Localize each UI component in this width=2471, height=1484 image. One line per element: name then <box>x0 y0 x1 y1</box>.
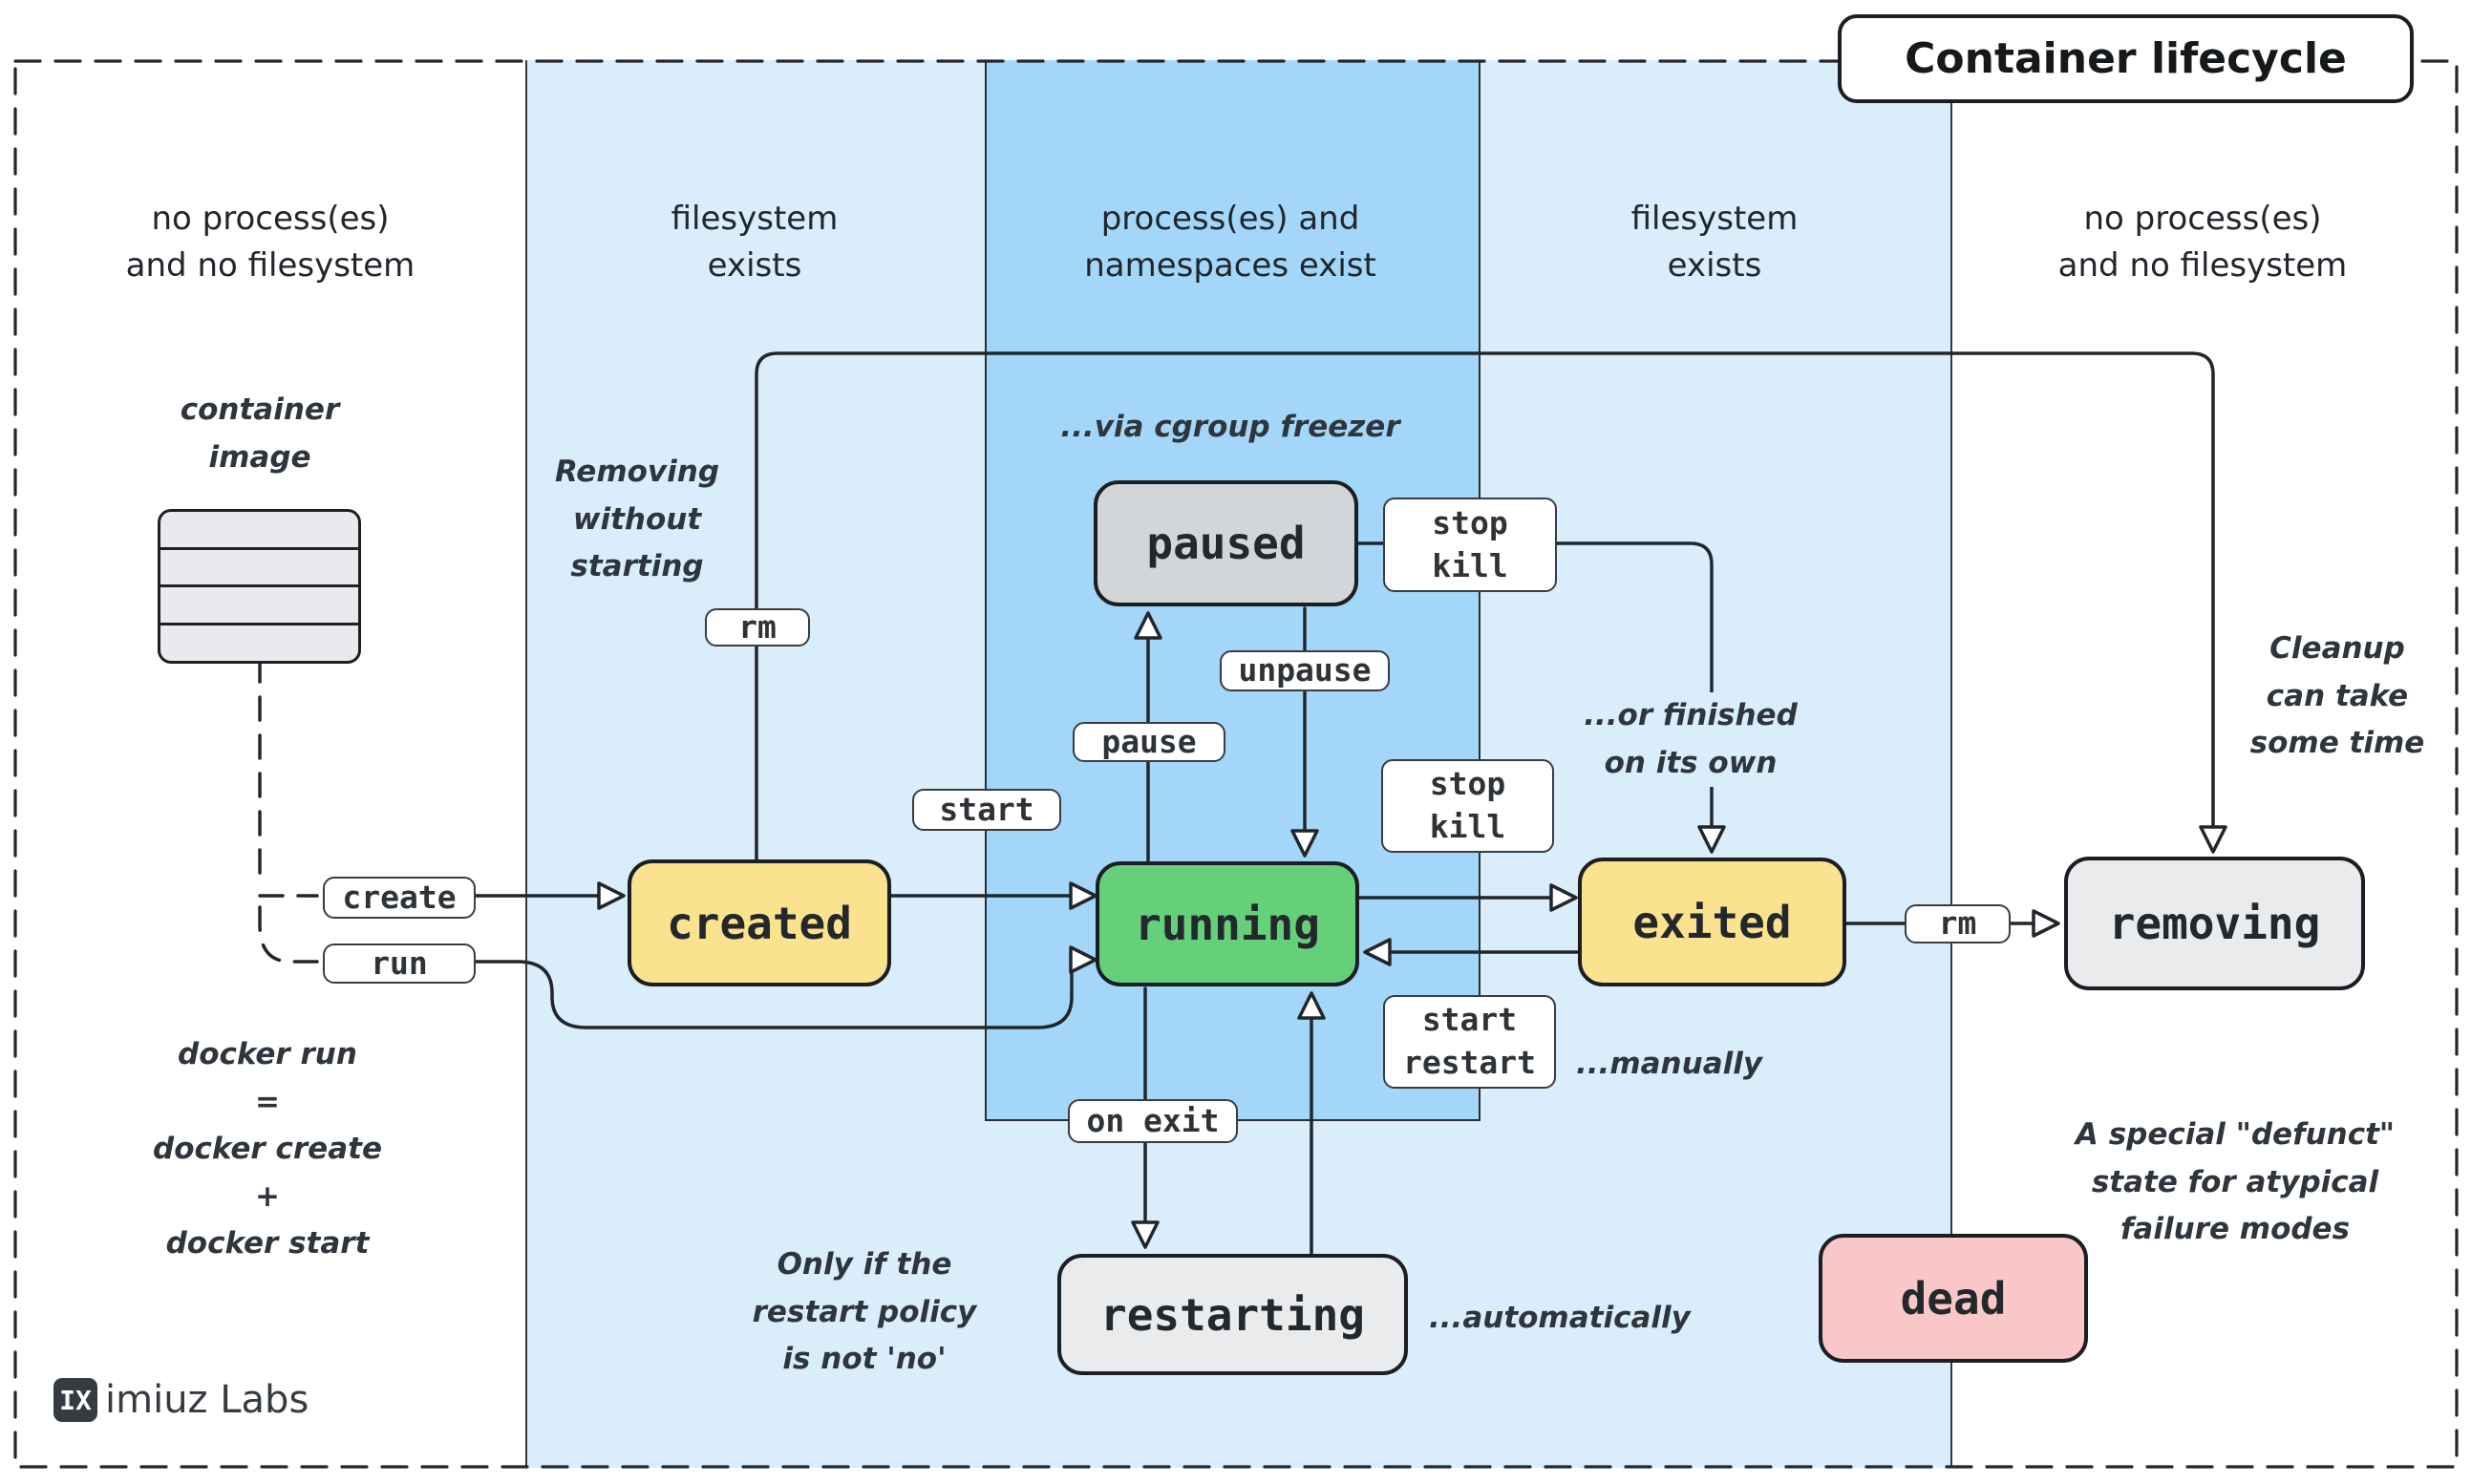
state-dead: dead <box>1819 1234 2088 1363</box>
image-layer <box>158 509 361 550</box>
brand-logo: IX imiuz Labs <box>53 1378 309 1422</box>
image-to-run-dash <box>258 905 319 964</box>
arrowhead-into-exited-left <box>1549 883 1578 912</box>
command-start-restart: start restart <box>1383 995 1556 1089</box>
column-header-filesystem-left: filesystem exists <box>671 200 839 286</box>
image-layer <box>158 546 361 588</box>
state-removing: removing <box>2064 857 2365 990</box>
arrowhead-into-running-upper <box>1069 881 1097 910</box>
container-image-icon <box>158 509 361 664</box>
column-header-no-process-left: no process(es) and no filesystem <box>125 200 415 286</box>
column-header-no-process-right: no process(es) and no filesystem <box>2057 200 2348 286</box>
state-restarting: restarting <box>1057 1254 1408 1375</box>
annotation-docker-run-equation: docker run = docker create + docker star… <box>153 1037 382 1261</box>
arrowhead-into-removing-top <box>2199 825 2227 854</box>
state-running: running <box>1096 861 1359 986</box>
arrowhead-auto-into-running <box>1297 991 1326 1020</box>
arrowhead-into-restarting <box>1131 1220 1160 1249</box>
command-pause: pause <box>1073 722 1225 762</box>
command-stop-kill-running: stop kill <box>1381 759 1554 853</box>
arrowhead-rm-into-removing <box>2032 909 2060 938</box>
state-paused: paused <box>1094 480 1358 606</box>
command-on-exit: on exit <box>1068 1099 1238 1143</box>
annotation-defunct: A special "defunct" state for atypical f… <box>2075 1117 2396 1247</box>
arrowhead-into-paused <box>1134 611 1162 640</box>
image-layer <box>158 622 361 664</box>
annotation-or-finished: ...or finished on its own <box>1528 692 1853 788</box>
command-unpause: unpause <box>1220 650 1390 691</box>
command-stop-kill-paused: stop kill <box>1383 498 1557 592</box>
rm-created-to-removing-line <box>755 351 2215 861</box>
annotation-cleanup: Cleanup can take some time <box>2249 631 2425 761</box>
arrowhead-into-running-lower <box>1069 945 1097 974</box>
annotation-automatically: ...automatically <box>1429 1301 1691 1335</box>
annotation-only-if-restart-policy: Only if the restart policy is not 'no' <box>752 1247 977 1377</box>
command-rm-exited: rm <box>1905 904 2011 943</box>
command-start: start <box>912 789 1061 831</box>
diagram-title: Container lifecycle <box>1838 14 2414 103</box>
paused-to-exited-line <box>1356 541 1714 829</box>
brand-logo-icon: IX <box>53 1378 97 1422</box>
annotation-container-image: container image <box>180 392 340 475</box>
image-layer <box>158 584 361 625</box>
arrowhead-restart-into-running <box>1363 938 1392 966</box>
command-create: create <box>323 877 476 919</box>
annotation-removing-without-starting: Removing without starting <box>554 455 720 584</box>
arrowhead-into-exited-top <box>1697 825 1726 854</box>
run-curve-line <box>474 958 1074 1029</box>
state-exited: exited <box>1578 858 1846 986</box>
column-header-filesystem-right: filesystem exists <box>1630 200 1799 286</box>
column-header-process-namespaces: process(es) and namespaces exist <box>1084 200 1376 286</box>
state-created: created <box>628 859 891 986</box>
arrowhead-unpause-into-running <box>1290 829 1319 858</box>
command-run: run <box>323 943 476 984</box>
arrowhead-into-created <box>597 881 626 910</box>
annotation-via-cgroup-freezer: ...via cgroup freezer <box>1060 410 1400 444</box>
brand-logo-name: imiuz Labs <box>105 1378 309 1422</box>
outer-dashed-border <box>13 59 2459 1469</box>
annotation-manually: ...manually <box>1576 1047 1763 1081</box>
command-rm-created: rm <box>705 608 810 647</box>
